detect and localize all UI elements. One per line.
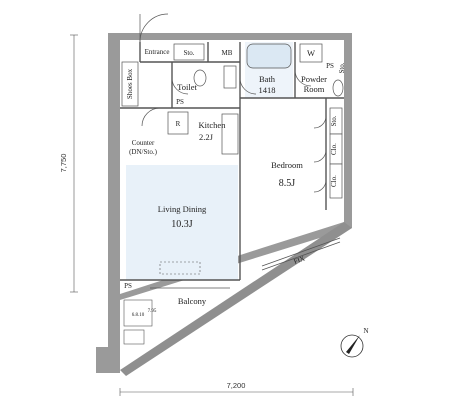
refrigerator-box (167, 111, 189, 135)
living-dining-floor (126, 165, 238, 280)
living-dining-size-label: 10.3J (171, 219, 193, 230)
toilet-label: Toilet (177, 82, 197, 92)
storage-entrance-box (173, 43, 205, 61)
outdoor-unit-2-label: 7.95 (148, 309, 157, 314)
counter-label-2: (DN/Sto.) (129, 148, 157, 156)
fix-label: FIX (293, 254, 306, 265)
bath-size-label: 1418 (259, 85, 276, 95)
powder-room-label-2: Room (304, 84, 325, 94)
sliding-window (150, 160, 341, 289)
doors (139, 13, 327, 193)
kitchen-counter (221, 113, 239, 155)
north-label: N (363, 327, 368, 335)
fixtures (121, 43, 344, 199)
washer-box (299, 43, 323, 63)
kitchen-size-label: 2.2J (199, 132, 214, 142)
closet-3-label: Clo. (330, 175, 338, 187)
closet-2-label: Clo. (330, 143, 338, 155)
shoes-box (121, 61, 139, 107)
toilet-bowl (193, 69, 207, 87)
kitchen-label: Kitchen (199, 120, 227, 130)
ps-left-label: PS (176, 98, 184, 106)
bedroom-size-label: 8.5J (279, 178, 296, 189)
living-dining-label: Living Dining (158, 204, 207, 214)
shoes-box-label: Shoes Box (126, 68, 134, 99)
north-arrow-icon (346, 335, 360, 354)
bath-label: Bath (259, 74, 276, 84)
width-dimension-label: 7,200 (227, 381, 246, 390)
storage-entrance-label: Sto. (183, 49, 194, 57)
outdoor-unit-1-label: 6.8.10 (132, 313, 145, 318)
outdoor-units (123, 299, 153, 345)
ps-right-label: PS (326, 62, 334, 70)
storage-right-label: Sto. (338, 62, 346, 73)
entrance-label: Entrance (145, 48, 170, 56)
height-dimension-label: 7,750 (59, 154, 68, 173)
dimension-width: 7,200 (119, 381, 354, 396)
bedroom-label: Bedroom (271, 160, 303, 170)
powder-room-label-1: Powder (301, 74, 327, 84)
bathtub (246, 43, 292, 69)
closet-1-label: Sto. (330, 115, 338, 126)
floor-hatch (159, 261, 201, 275)
compass: N (340, 327, 369, 358)
dimension-height: 7,750 (59, 34, 78, 293)
mb-label: MB (222, 49, 233, 57)
balcony-label: Balcony (178, 296, 207, 306)
refrigerator-label: R (176, 120, 181, 128)
counter-label-1: Counter (132, 139, 155, 147)
closet-3 (329, 163, 343, 199)
powder-sink (332, 79, 344, 97)
ps-balcony-label: PS (124, 282, 132, 290)
washer-label: W (307, 48, 315, 58)
toilet-tank (223, 65, 237, 89)
